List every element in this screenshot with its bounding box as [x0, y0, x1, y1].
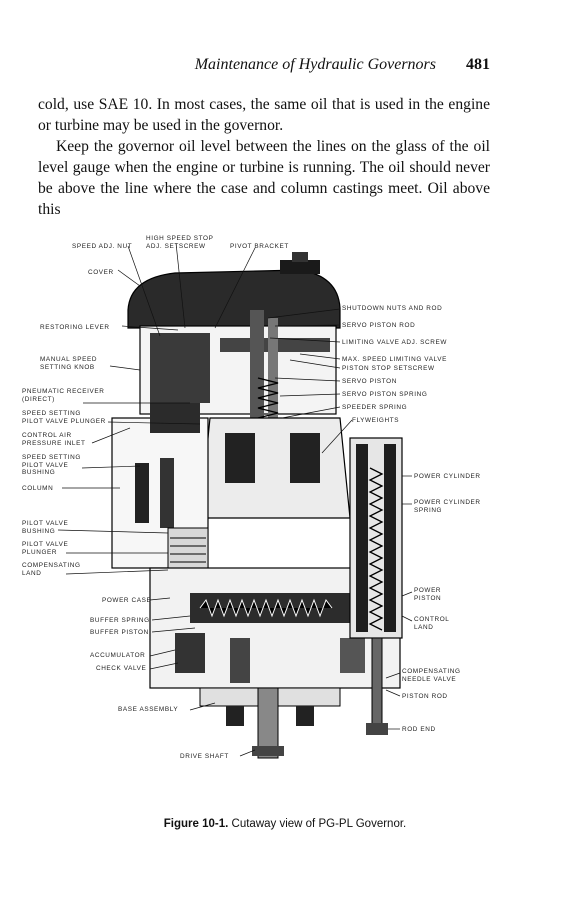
label-speed-setting-bushing: SPEED SETTING PILOT VALVE BUSHING	[22, 454, 81, 477]
label-accumulator: ACCUMULATOR	[90, 652, 146, 659]
page-number: 481	[466, 56, 490, 73]
label-servo-piston-rod: SERVO PISTON ROD	[342, 322, 416, 329]
label-compensating-land: COMPENSATING LAND	[22, 562, 81, 577]
figure-number: Figure 10-1.	[163, 818, 229, 830]
label-speed-setting-plunger: SPEED SETTING PILOT VALVE PLUNGER	[22, 410, 106, 425]
label-control-air-inlet: CONTROL AIR PRESSURE INLET	[22, 432, 86, 447]
label-control-land: CONTROL LAND	[414, 616, 450, 631]
label-power-piston: POWER PISTON	[414, 587, 442, 602]
label-compensating-needle: COMPENSATING NEEDLE VALVE	[402, 668, 461, 683]
label-cover: COVER	[88, 269, 114, 276]
label-drive-shaft: DRIVE SHAFT	[180, 753, 229, 760]
label-piston-stop-setscrew: PISTON STOP SETSCREW	[342, 365, 435, 372]
label-pilot-valve-plunger: PILOT VALVE PLUNGER	[22, 541, 69, 556]
paragraph-1: cold, use SAE 10. In most cases, the sam…	[38, 96, 490, 134]
figure-caption: Figure 10-1. Cutaway view of PG-PL Gover…	[0, 818, 570, 830]
label-check-valve: CHECK VALVE	[96, 665, 147, 672]
label-rod-end: ROD END	[402, 726, 436, 733]
label-flyweights: FLYWEIGHTS	[352, 417, 400, 424]
label-manual-speed-knob: MANUAL SPEED SETTING KNOB	[40, 356, 98, 371]
label-power-case: POWER CASE	[102, 597, 152, 604]
label-column: COLUMN	[22, 485, 54, 492]
label-limiting-valve-screw: LIMITING VALVE ADJ. SCREW	[342, 339, 447, 346]
governor-illustration	[57, 242, 413, 759]
label-servo-piston: SERVO PISTON	[342, 378, 397, 385]
label-speeder-spring: SPEEDER SPRING	[342, 404, 408, 411]
paragraph-2: Keep the governor oil level between the …	[38, 138, 490, 218]
label-restoring-lever: RESTORING LEVER	[40, 324, 110, 331]
label-max-speed-valve: MAX. SPEED LIMITING VALVE	[342, 356, 447, 363]
label-piston-rod: PISTON ROD	[402, 693, 448, 700]
body-text: cold, use SAE 10. In most cases, the sam…	[38, 94, 490, 220]
label-servo-piston-spring: SERVO PISTON SPRING	[342, 391, 428, 398]
label-power-cylinder: POWER CYLINDER	[414, 473, 481, 480]
running-title: Maintenance of Hydraulic Governors	[194, 56, 436, 73]
label-pneumatic-receiver: PNEUMATIC RECEIVER (DIRECT)	[22, 388, 105, 403]
label-shutdown-nuts: SHUTDOWN NUTS AND ROD	[342, 305, 443, 312]
figure-caption-text: Cutaway view of PG-PL Governor.	[228, 818, 407, 830]
label-buffer-spring: BUFFER SPRING	[90, 617, 150, 624]
label-power-cylinder-spring: POWER CYLINDER SPRING	[414, 499, 481, 514]
running-header: Maintenance of Hydraulic Governors 481	[0, 56, 490, 80]
label-speed-adj-nut: SPEED ADJ. NUT	[72, 243, 133, 250]
label-high-speed-stop: HIGH SPEED STOP ADJ. SETSCREW	[146, 235, 214, 250]
label-pilot-valve-bushing: PILOT VALVE BUSHING	[22, 520, 69, 535]
governor-cutaway-figure: HIGH SPEED STOP ADJ. SETSCREW SPEED ADJ.…	[0, 218, 570, 778]
label-base-assembly: BASE ASSEMBLY	[118, 706, 179, 713]
label-pivot-bracket: PIVOT BRACKET	[230, 243, 289, 250]
label-buffer-piston: BUFFER PISTON	[90, 629, 149, 636]
